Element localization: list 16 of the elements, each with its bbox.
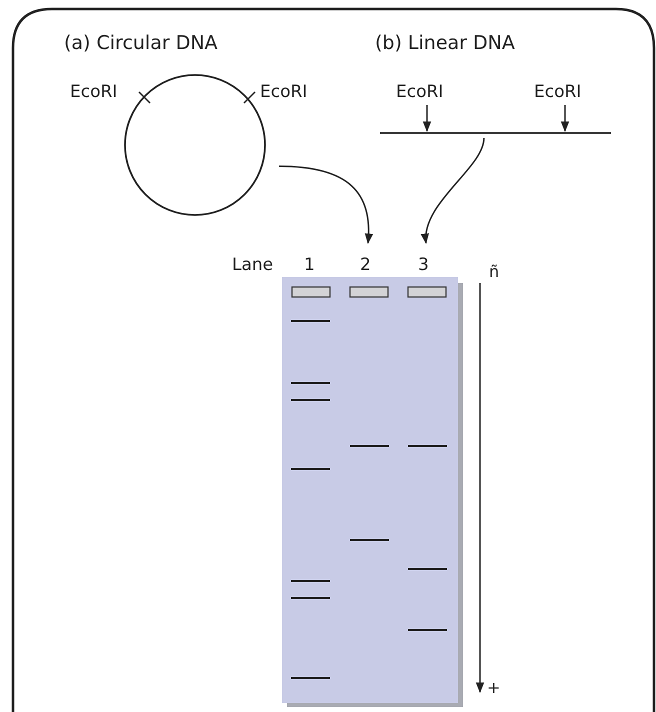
lane-label: 2 <box>360 255 371 275</box>
arrow <box>422 138 485 244</box>
arrow <box>279 166 373 244</box>
enzyme-label: EcoRI <box>396 82 444 102</box>
lane-label: Lane <box>232 255 274 275</box>
enzyme-label: EcoRI <box>260 82 308 102</box>
enzyme-label: EcoRI <box>534 82 582 102</box>
lane-label: 3 <box>418 255 429 275</box>
enzyme-label: EcoRI <box>70 82 118 102</box>
electrode-sign: + <box>487 678 500 698</box>
arrow <box>422 105 432 132</box>
lane-label: 1 <box>304 255 315 275</box>
panel-title: (b) Linear DNA <box>375 33 515 53</box>
arrow <box>560 105 570 132</box>
panel-title: (a) Circular DNA <box>64 33 218 53</box>
electrode-sign: ñ <box>489 262 500 282</box>
